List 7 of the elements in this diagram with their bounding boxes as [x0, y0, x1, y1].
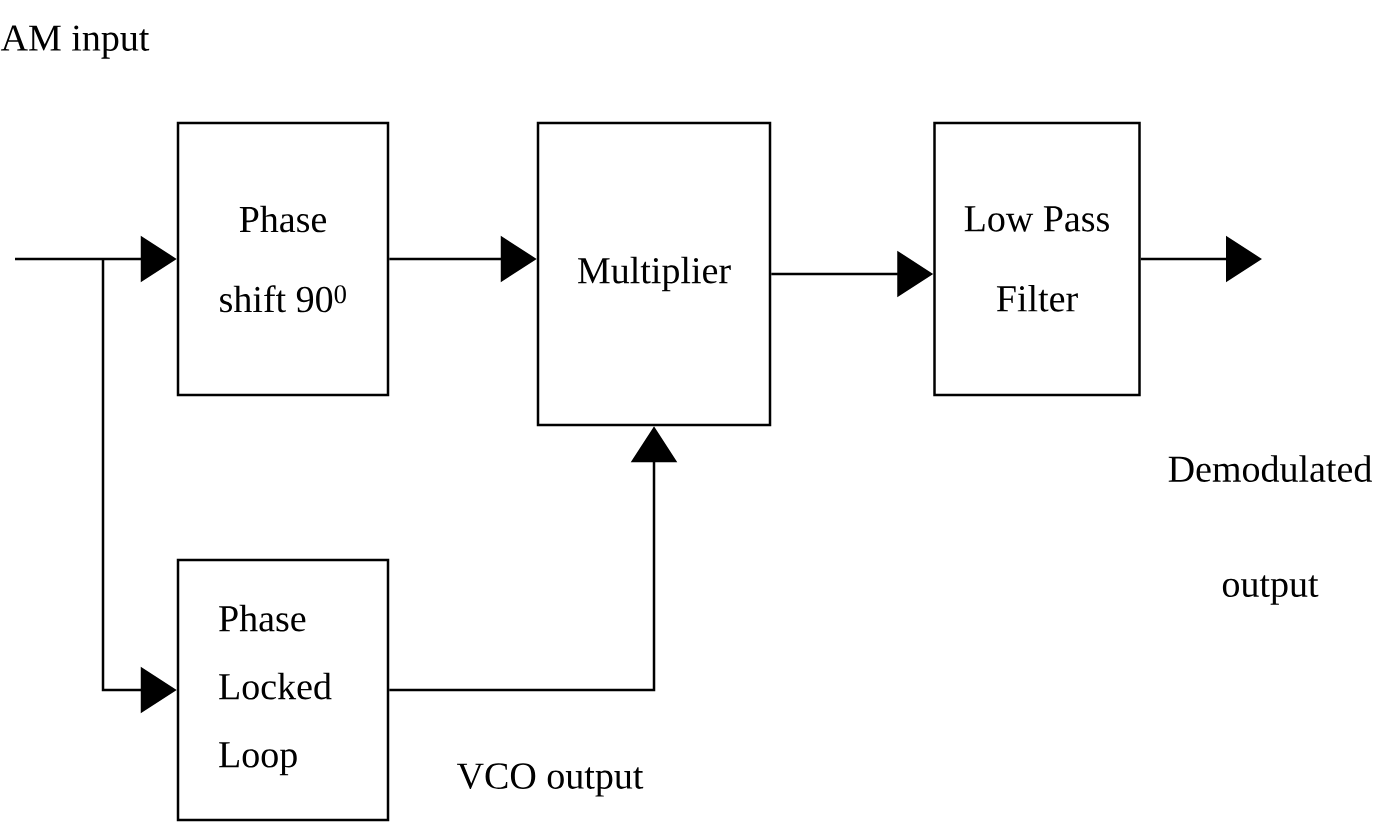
- process-box: Phase shift 90$^{0}$: [176, 121, 390, 397]
- process-box: Low Pass Filter: [933, 121, 1141, 397]
- edge-label: VCO output: [454, 761, 646, 799]
- process-box: Phase Locked Loop: [176, 558, 390, 822]
- signal-label: Demodulated output: [1168, 455, 1372, 605]
- process-box: Multiplier: [536, 121, 772, 427]
- signal-label: AM input: [0, 25, 150, 59]
